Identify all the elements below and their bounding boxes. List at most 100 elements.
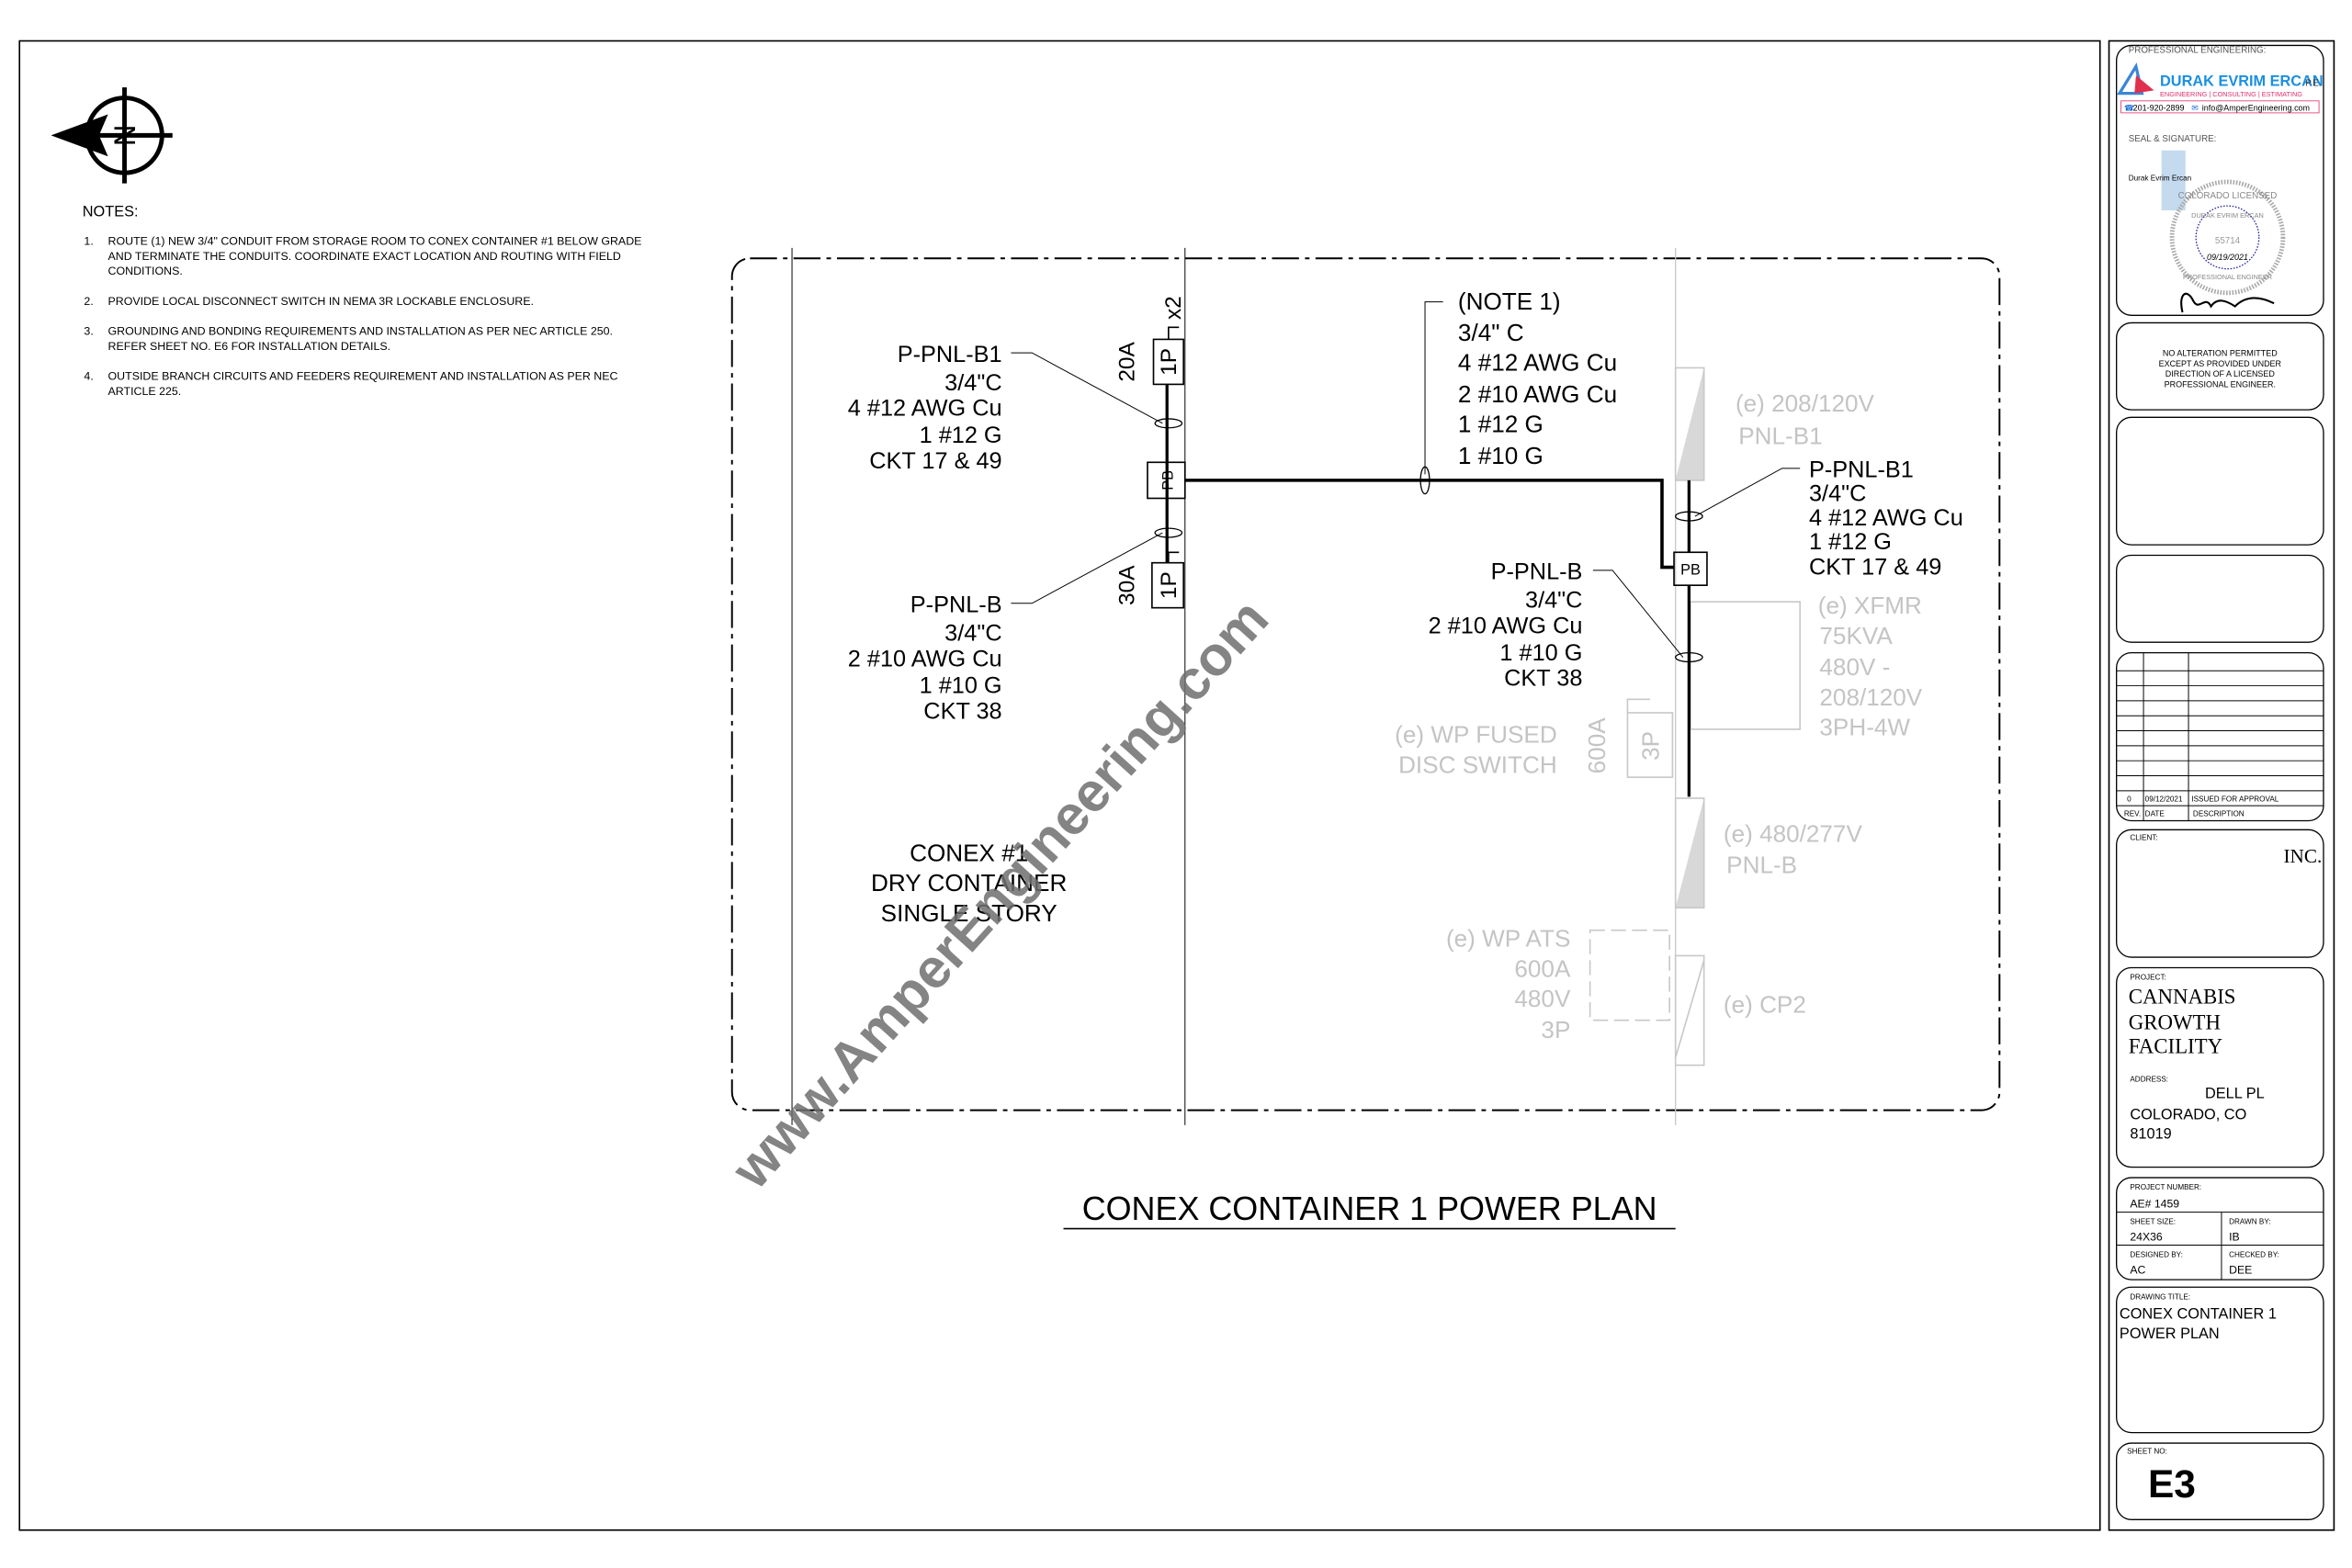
existing-label: (e) XFMR bbox=[1818, 592, 1922, 619]
note-number: 2. bbox=[84, 295, 93, 308]
seal-text: 55714 bbox=[2215, 236, 2241, 246]
note-line: REFER SHEET NO. E6 FOR INSTALLATION DETA… bbox=[108, 340, 391, 353]
circuit-label: 1 #10 G bbox=[920, 673, 1002, 699]
label: ADDRESS: bbox=[2130, 1076, 2168, 1084]
conduit-label: 3/4" C bbox=[1458, 319, 1524, 346]
container-label: CONEX #1 bbox=[910, 840, 1028, 867]
circuit-label: P-PNL-B1 bbox=[898, 342, 1002, 367]
existing-label: PNL-B bbox=[1726, 852, 1797, 879]
circuit-label: 3/4"C bbox=[944, 621, 1001, 647]
circuit-label: CKT 38 bbox=[1504, 666, 1582, 692]
project-name: CANNABIS bbox=[2129, 986, 2236, 1009]
note-line: AND TERMINATE THE CONDUITS. COORDINATE E… bbox=[108, 250, 621, 263]
firm-suffix: P.E. bbox=[2305, 79, 2321, 89]
note-number: 4. bbox=[84, 370, 93, 383]
circuit-label: 1 #12 G bbox=[920, 423, 1002, 448]
disconnect-switch-symbol bbox=[1626, 712, 1674, 778]
existing-label: PNL-B1 bbox=[1738, 423, 1822, 450]
panel-pnl-b-symbol bbox=[1675, 798, 1704, 908]
revision-number: 0 bbox=[2127, 795, 2132, 803]
seal-text: 09/19/2021 bbox=[2207, 253, 2248, 262]
circuit-label: 1 #12 G bbox=[1809, 529, 1892, 555]
column-header: REV. bbox=[2124, 810, 2141, 818]
conduit-label: 1 #12 G bbox=[1458, 411, 1544, 438]
note-number: 3. bbox=[84, 325, 93, 338]
circuit-label: CKT 38 bbox=[923, 698, 1001, 724]
existing-label: (e) CP2 bbox=[1724, 990, 1806, 1018]
existing-label: 600A bbox=[1583, 717, 1611, 774]
revision-table: 0 09/12/2021 ISSUED FOR APPROVAL REV. DA… bbox=[2116, 651, 2324, 822]
breaker-poles: 1P bbox=[1157, 571, 1182, 599]
disclaimer: EXCEPT AS PROVIDED UNDER bbox=[2159, 359, 2282, 368]
existing-label: 480V bbox=[1514, 985, 1571, 1012]
notes-heading: NOTES: bbox=[83, 204, 139, 220]
label: CHECKED BY: bbox=[2229, 1251, 2279, 1259]
label: PROFESSIONAL ENGINEERING: bbox=[2129, 46, 2267, 56]
engineer-seal: COLORADO LICENSED DURAK EVRIM ERCAN 5571… bbox=[2169, 179, 2286, 296]
circuit-label: P-PNL-B bbox=[910, 592, 1002, 618]
circuit-label: 4 #12 AWG Cu bbox=[848, 396, 1002, 422]
project-name: FACILITY bbox=[2129, 1035, 2222, 1058]
note-line: PROVIDE LOCAL DISCONNECT SWITCH IN NEMA … bbox=[108, 295, 534, 308]
disclaimer: PROFESSIONAL ENGINEER. bbox=[2165, 380, 2276, 389]
existing-label: (e) 480/277V bbox=[1724, 819, 1863, 847]
panel-pnl-b1-symbol bbox=[1675, 367, 1704, 480]
phone[interactable]: 201-920-2899 bbox=[2133, 103, 2185, 112]
email-icon: ✉ bbox=[2191, 103, 2199, 112]
seal-text: PROFESSIONAL ENGINEER bbox=[2183, 273, 2272, 281]
power-plan: 1P 20A x2 1P 30A PB PB P-PNL-B1 3/4"C 4 … bbox=[718, 247, 2001, 1230]
existing-label: 3P bbox=[1637, 731, 1665, 761]
circuit-label: P-PNL-B bbox=[1491, 559, 1583, 585]
drawing-title: POWER PLAN bbox=[2120, 1325, 2220, 1342]
disclaimer: DIRECTION OF A LICENSED bbox=[2165, 369, 2276, 378]
note-line: GROUNDING AND BONDING REQUIREMENTS AND I… bbox=[108, 325, 613, 338]
seal-text: COLORADO LICENSED bbox=[2178, 191, 2278, 201]
project-number: AE# 1459 bbox=[2130, 1198, 2179, 1211]
existing-label: DISC SWITCH bbox=[1398, 750, 1557, 778]
existing-label: 3PH-4W bbox=[1819, 713, 1910, 740]
label: CLIENT: bbox=[2130, 834, 2157, 842]
existing-label: 3P bbox=[1541, 1016, 1570, 1043]
sheet-size: 24X36 bbox=[2130, 1231, 2163, 1244]
project-name: GROWTH bbox=[2129, 1010, 2221, 1033]
circuit-label: 3/4"C bbox=[944, 370, 1001, 396]
circuit-label: 3/4"C bbox=[1525, 588, 1582, 614]
label: DRAWING TITLE: bbox=[2130, 1292, 2190, 1301]
firm-name: DURAK EVRIM ERCAN bbox=[2160, 73, 2324, 89]
circuit-label: 3/4"C bbox=[1809, 481, 1866, 507]
ats-symbol bbox=[1589, 929, 1670, 1021]
circuit-label: 2 #10 AWG Cu bbox=[1429, 613, 1583, 638]
existing-label: 75KVA bbox=[1819, 622, 1893, 649]
existing-label: (e) WP FUSED bbox=[1395, 721, 1557, 749]
email[interactable]: info@AmperEngineering.com bbox=[2202, 103, 2310, 112]
seal-text: DURAK EVRIM ERCAN bbox=[2191, 211, 2264, 220]
label: SEAL & SIGNATURE: bbox=[2129, 134, 2217, 144]
breaker-amps: 20A bbox=[1114, 341, 1139, 381]
designed-by: AC bbox=[2130, 1264, 2145, 1277]
address-line: 81019 bbox=[2130, 1126, 2171, 1143]
container-label: SINGLE STORY bbox=[881, 899, 1057, 927]
pull-box-label: PB bbox=[1680, 562, 1701, 579]
tagline: ENGINEERING | CONSULTING | ESTIMATING bbox=[2160, 90, 2302, 98]
note-line: OUTSIDE BRANCH CIRCUITS AND FEEDERS REQU… bbox=[108, 370, 618, 383]
sheet-border bbox=[18, 39, 2101, 1531]
note-number: 1. bbox=[84, 235, 93, 248]
transformer-symbol bbox=[1690, 601, 1801, 730]
revision-date: 09/12/2021 bbox=[2145, 795, 2183, 803]
compass-letter: N bbox=[107, 125, 141, 147]
pull-box-left bbox=[1147, 461, 1186, 500]
note-line: CONDITIONS. bbox=[108, 265, 183, 277]
existing-label: (e) 208/120V bbox=[1736, 389, 1875, 417]
existing-label: (e) WP ATS bbox=[1446, 925, 1570, 953]
circuit-label: CKT 17 & 49 bbox=[869, 448, 1001, 474]
pull-box-right bbox=[1673, 551, 1708, 586]
breaker-amps: 30A bbox=[1114, 565, 1139, 605]
container-label: DRY CONTAINER bbox=[871, 869, 1067, 897]
firm-logo-icon bbox=[2117, 62, 2154, 96]
disclaimer: NO ALTERATION PERMITTED bbox=[2163, 348, 2278, 357]
panel-cp2-symbol bbox=[1674, 954, 1705, 1066]
label: PROJECT: bbox=[2130, 974, 2165, 982]
label: PROJECT NUMBER: bbox=[2130, 1183, 2201, 1191]
title-block-border bbox=[2108, 39, 2335, 1531]
